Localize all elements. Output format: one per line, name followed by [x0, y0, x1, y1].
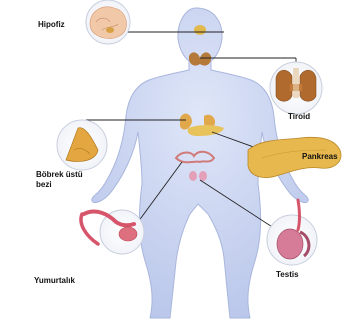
- pituitary-mark: [194, 25, 206, 35]
- testis-mark-2: [199, 171, 207, 181]
- label-yumurtalik: Yumurtalık: [34, 276, 75, 285]
- label-testis: Testis: [276, 270, 299, 279]
- hipofiz-inset: [86, 0, 130, 44]
- testis-inset: [267, 200, 317, 265]
- testis-mark: [189, 171, 197, 181]
- label-tiroid: Tiroid: [288, 112, 310, 121]
- bobrek-inset: [57, 120, 107, 170]
- label-pankreas: Pankreas: [302, 152, 338, 161]
- tiroid-inset: [270, 62, 322, 114]
- label-bobrek-line1: Böbrek üstü: [36, 170, 83, 179]
- label-hipofiz: Hipofiz: [38, 20, 65, 29]
- yumurtalik-inset: [81, 210, 144, 254]
- label-bobrek-line2: bezi: [36, 180, 52, 189]
